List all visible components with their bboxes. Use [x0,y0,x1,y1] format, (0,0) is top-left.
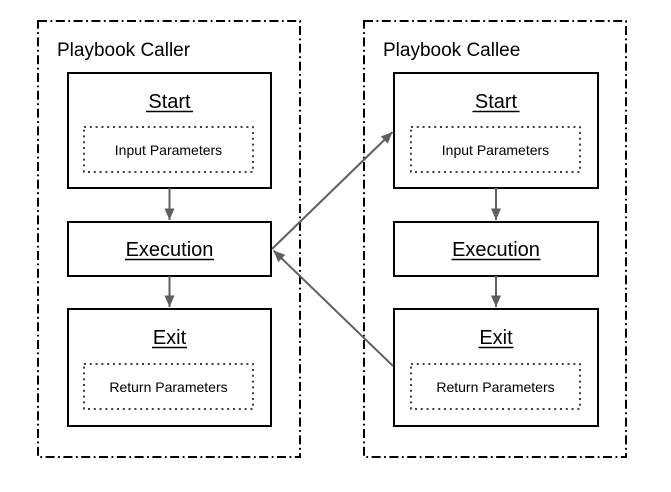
callee-start-label: Start [475,91,518,113]
caller-exit-label: Exit [153,327,187,349]
callee-input-params-label: Input Parameters [442,142,549,158]
caller-input-params-label: Input Parameters [115,142,222,158]
callee-exit-label: Exit [479,327,513,349]
callee-exit-to-caller-execution-arrow [272,249,394,367]
callee-container-border [363,20,627,458]
caller-container-border [37,20,301,458]
caller-start-box [67,72,272,189]
caller-exit-box [67,308,272,427]
callee-execution-box [393,221,599,277]
caller-execution-label: Execution [126,239,214,261]
caller-execution-to-callee-start-arrow [271,131,394,250]
callee-container-title: Playbook Callee [383,40,520,61]
callee-return-params-box [410,363,581,410]
caller-start-label: Start [148,91,191,113]
caller-execution-box [67,221,272,277]
callee-input-params-box [410,126,581,173]
callee-return-params-label: Return Parameters [436,379,554,395]
caller-input-params-box [83,126,254,173]
callee-execution-label: Execution [452,239,540,261]
callee-exit-box [393,308,599,427]
caller-return-params-label: Return Parameters [109,379,227,395]
callee-start-box [393,72,599,189]
caller-return-params-box [83,363,254,410]
caller-container-title: Playbook Caller [57,40,191,61]
